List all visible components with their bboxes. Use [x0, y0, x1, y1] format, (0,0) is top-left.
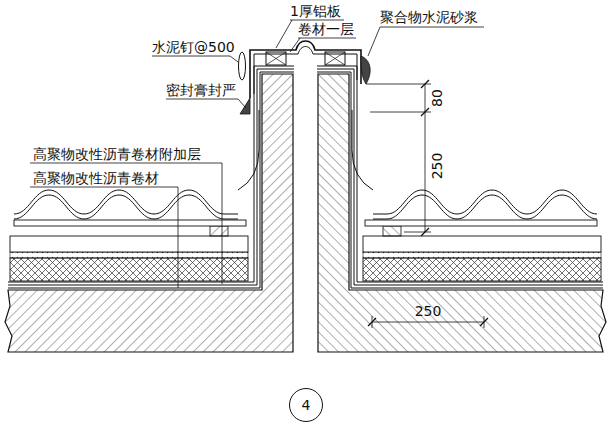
extension-line [366, 84, 431, 232]
dimension-lines [366, 80, 488, 328]
dimension-line [425, 84, 426, 232]
detail-number-circle: 4 [289, 388, 323, 422]
dimension-tick [368, 318, 488, 326]
callout-number: 4 [302, 398, 311, 412]
leader-line [290, 38, 356, 52]
cement-nail [239, 52, 246, 80]
part-label: 水泥钉@500 [152, 40, 235, 54]
polymer-mortar [361, 56, 370, 84]
leader-line [152, 56, 238, 62]
right-roof-side [317, 52, 606, 352]
part-label: 高聚物改性沥青卷材 [33, 171, 159, 185]
membrane-cover [254, 47, 357, 95]
aluminum-plate [250, 41, 361, 98]
leader-line [368, 27, 484, 56]
dimension-value: 80 [430, 89, 444, 107]
dimension-value: 250 [430, 153, 444, 180]
part-label: 聚合物水泥砂浆 [380, 10, 478, 24]
part-label: 高聚物改性沥青卷材附加层 [33, 147, 201, 161]
part-label: 密封膏封严 [166, 83, 236, 97]
part-label: 卷材一层 [298, 22, 354, 36]
leader-lines [30, 20, 484, 288]
part-label: 1厚铝板 [290, 4, 341, 18]
leader-line [30, 163, 222, 284]
sealant [240, 98, 250, 114]
dimension-value: 250 [415, 304, 442, 318]
dimension-tick [421, 80, 429, 236]
leader-line [166, 99, 246, 108]
leader-line [30, 187, 178, 288]
